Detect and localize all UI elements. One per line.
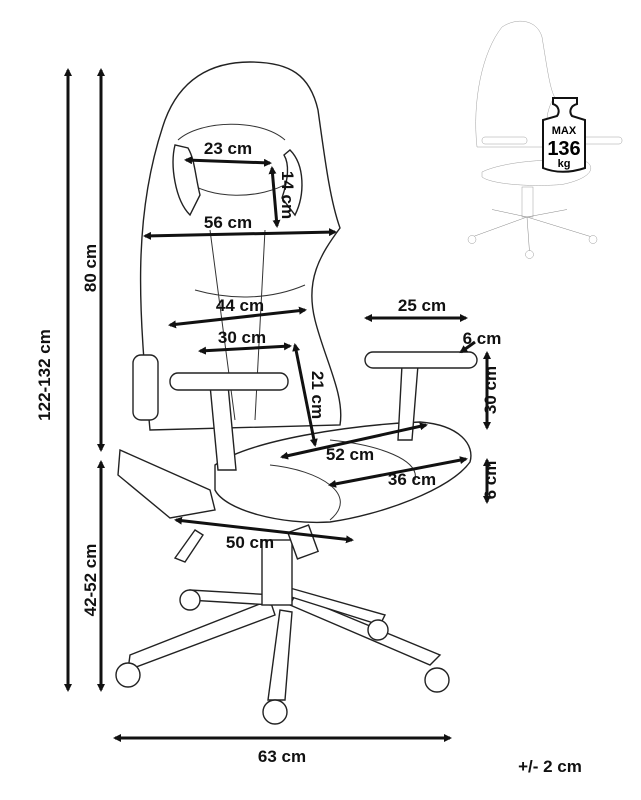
headrest-width-label: 23 cm — [204, 139, 252, 158]
seat-thickness-label: 6 cm — [481, 461, 500, 500]
max-load-value: 136 — [547, 138, 580, 160]
total-height-label: 122-132 cm — [35, 329, 54, 421]
recline-lever — [117, 448, 216, 519]
armrest-height-label: 30 cm — [481, 366, 500, 414]
armrest-width-label: 6 cm — [463, 329, 502, 348]
armrest-length-label: 25 cm — [398, 296, 446, 315]
chair-illustration — [115, 61, 478, 725]
lumbar-width-label: 30 cm — [218, 328, 266, 347]
seat-inner-width-label: 36 cm — [388, 470, 436, 489]
base-width-label: 63 cm — [258, 747, 306, 766]
seat-depth-label: 52 cm — [326, 445, 374, 464]
max-load-label: MAX — [552, 125, 577, 137]
backrest-top-width-label: 56 cm — [204, 213, 252, 232]
chair-base — [115, 524, 450, 725]
tolerance-label: +/- 2 cm — [518, 757, 582, 776]
dimension-arrows — [64, 68, 491, 742]
max-load-weight-icon: MAX 136 kg — [542, 97, 586, 173]
right-armrest — [364, 351, 478, 441]
headrest-height-label: 14 cm — [278, 171, 297, 219]
backrest-height-label: 80 cm — [81, 244, 100, 292]
lumbar-height-label: 21 cm — [308, 371, 327, 419]
max-load-unit: kg — [558, 158, 571, 170]
backrest-mid-width-label: 44 cm — [216, 296, 264, 315]
left-armrest — [169, 372, 289, 471]
seat-width-label: 50 cm — [226, 533, 274, 552]
seat-height-label: 42-52 cm — [81, 544, 100, 617]
